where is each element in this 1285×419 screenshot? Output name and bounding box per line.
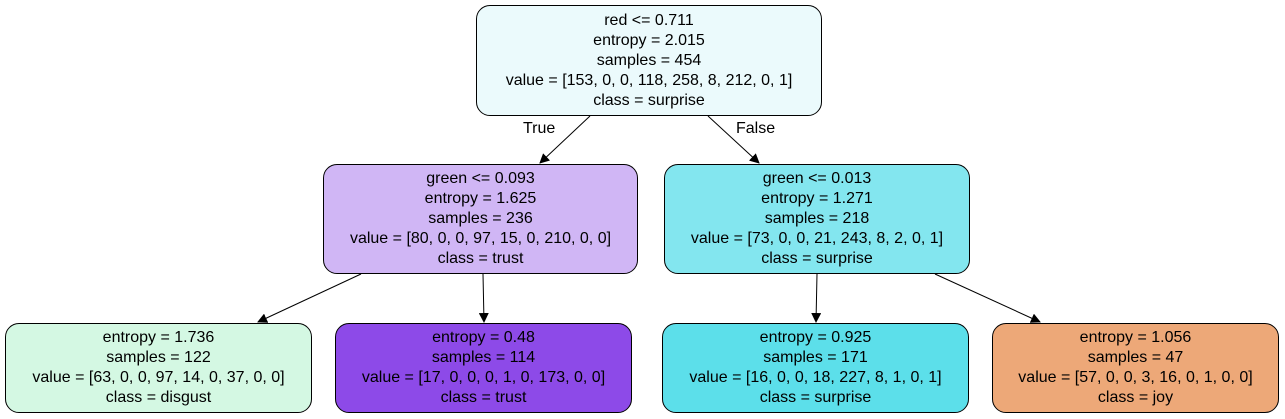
- edge-left-to-left-left: [257, 273, 362, 323]
- edge-left-to-left-right: [478, 273, 489, 323]
- tree-node-right: green <= 0.013 entropy = 1.271 samples =…: [664, 164, 970, 274]
- node-samples: samples = 218: [764, 210, 870, 227]
- node-class: class = surprise: [759, 389, 872, 406]
- edge-root-to-right: [707, 115, 760, 164]
- tree-leaf-right-right: entropy = 1.056 samples = 47 value = [57…: [992, 323, 1279, 413]
- node-samples: samples = 171: [763, 349, 868, 366]
- node-samples: samples = 122: [106, 349, 211, 366]
- node-value: value = [17, 0, 0, 0, 1, 0, 173, 0, 0]: [361, 369, 606, 386]
- node-value: value = [153, 0, 0, 118, 258, 8, 212, 0,…: [505, 71, 793, 89]
- node-value: value = [63, 0, 0, 97, 14, 0, 37, 0, 0]: [32, 369, 285, 386]
- node-class: class = disgust: [105, 389, 212, 406]
- node-value: value = [57, 0, 0, 3, 16, 0, 1, 0, 0]: [1018, 369, 1253, 386]
- edge-label-true: True: [523, 120, 556, 137]
- node-value: value = [73, 0, 0, 21, 243, 8, 2, 0, 1]: [690, 230, 944, 247]
- node-entropy: entropy = 0.925: [759, 329, 872, 346]
- node-entropy: entropy = 0.48: [432, 329, 535, 346]
- node-samples: samples = 47: [1087, 349, 1184, 366]
- node-entropy: entropy = 1.625: [424, 190, 537, 207]
- node-samples: samples = 236: [428, 210, 533, 227]
- node-entropy: entropy = 2.015: [593, 31, 705, 49]
- edge-right-to-right-right: [934, 273, 1041, 323]
- node-samples: samples = 454: [596, 51, 702, 69]
- node-value: value = [80, 0, 0, 97, 15, 0, 210, 0, 0]: [349, 230, 612, 247]
- node-class: class = trust: [440, 389, 527, 406]
- node-split-rule: green <= 0.093: [426, 170, 535, 187]
- tree-leaf-left-right: entropy = 0.48 samples = 114 value = [17…: [335, 323, 632, 413]
- node-entropy: entropy = 1.271: [761, 190, 873, 207]
- node-class: class = surprise: [593, 91, 705, 109]
- edge-label-false: False: [736, 120, 776, 137]
- edge-root-to-left: [539, 115, 591, 164]
- tree-node-left: green <= 0.093 entropy = 1.625 samples =…: [323, 164, 638, 274]
- node-entropy: entropy = 1.736: [102, 329, 215, 346]
- node-value: value = [16, 0, 0, 18, 227, 8, 1, 0, 1]: [689, 369, 942, 386]
- node-split-rule: green <= 0.013: [762, 170, 872, 187]
- tree-leaf-left-left: entropy = 1.736 samples = 122 value = [6…: [5, 323, 312, 413]
- node-class: class = trust: [437, 250, 524, 267]
- node-entropy: entropy = 1.056: [1079, 329, 1192, 346]
- tree-leaf-right-left: entropy = 0.925 samples = 171 value = [1…: [662, 323, 969, 413]
- node-class: class = surprise: [761, 250, 873, 267]
- node-class: class = joy: [1097, 389, 1174, 406]
- node-split-rule: red <= 0.711: [604, 11, 694, 29]
- tree-node-root: red <= 0.711 entropy = 2.015 samples = 4…: [476, 5, 822, 116]
- node-samples: samples = 114: [431, 349, 536, 366]
- edge-right-to-right-left: [811, 273, 822, 323]
